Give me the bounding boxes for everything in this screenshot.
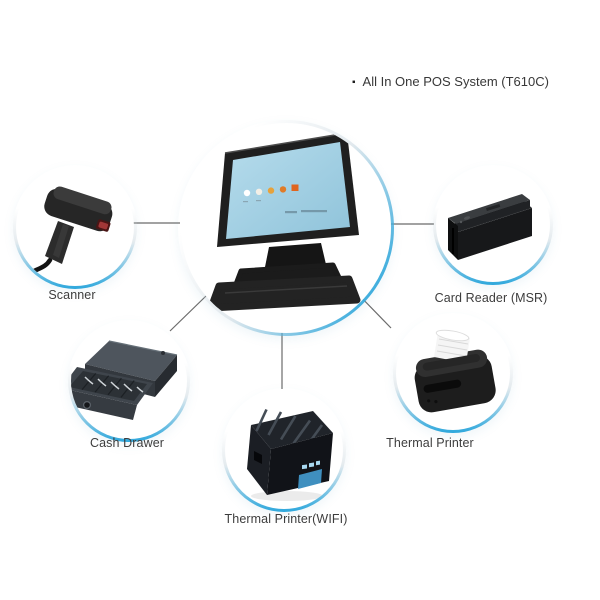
square-bullet-icon: ▪	[352, 77, 356, 88]
cash-drawer-image	[71, 340, 178, 420]
pos-terminal-image	[207, 132, 361, 312]
cash-drawer-front	[71, 390, 137, 420]
wifi-printer-top	[251, 411, 333, 449]
node-cash-drawer	[68, 320, 190, 442]
bill-clips	[84, 376, 144, 393]
printer-top-ribs	[255, 408, 324, 448]
wifi-thermal-printer-image	[247, 408, 333, 501]
barcode-scanner-image	[16, 186, 113, 286]
pos-stand-base	[207, 275, 361, 312]
printer-lid-groove	[423, 379, 462, 393]
thermal-printer-label: Thermal Printer	[386, 436, 474, 450]
card-reader-image	[448, 194, 532, 260]
node-pos-terminal	[178, 120, 394, 336]
cash-drawer-label: Cash Drawer	[89, 436, 165, 450]
scanner-label: Scanner	[48, 288, 96, 302]
scanner-laser-window	[98, 221, 109, 230]
node-scanner	[13, 165, 137, 289]
node-card-reader	[433, 165, 553, 285]
product-title: ▪ All In One POS System (T610C)	[352, 74, 549, 89]
node-thermal-printer	[393, 313, 513, 433]
card-reader-body	[458, 208, 532, 260]
drawer-lock	[83, 400, 92, 409]
cash-drawer-top	[85, 341, 177, 381]
printer-display	[298, 469, 322, 489]
line-cash-drawer	[169, 295, 207, 332]
thermal-printer-wifi-label: Thermal Printer(WIFI)	[224, 512, 348, 526]
product-title-text: All In One POS System (T610C)	[362, 74, 549, 89]
pos-screen	[226, 142, 350, 239]
pos-screen-icons	[243, 184, 299, 203]
cash-drawer-side	[155, 355, 177, 397]
side-slot	[254, 451, 262, 464]
card-reader-label: Card Reader (MSR)	[434, 291, 548, 305]
node-thermal-printer-wifi	[222, 388, 346, 512]
thermal-printer-image	[414, 329, 496, 413]
